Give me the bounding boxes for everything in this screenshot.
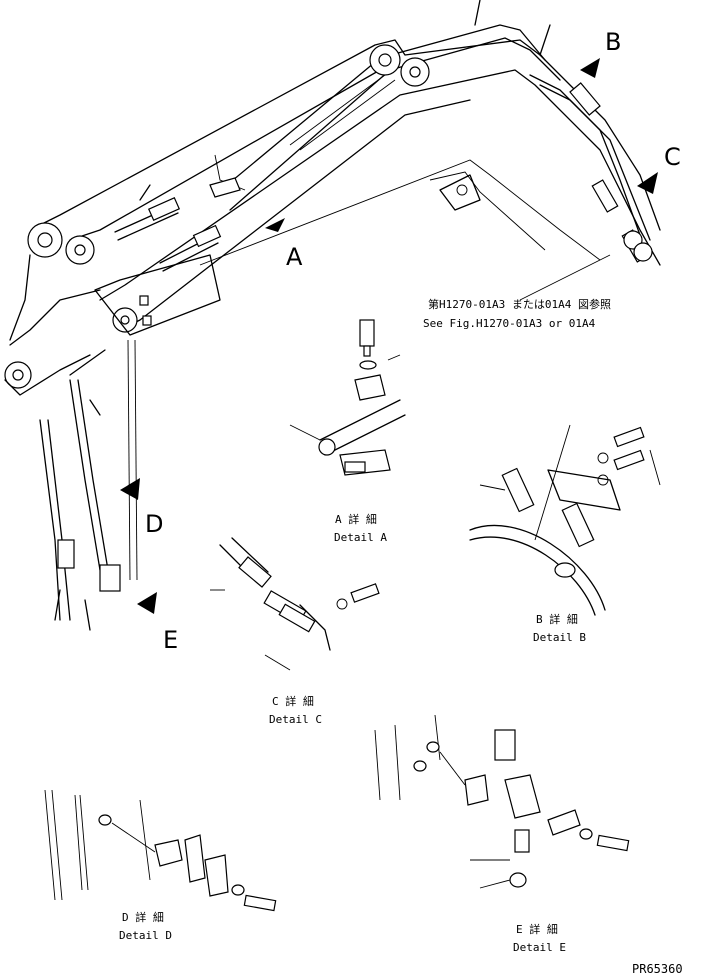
- detail-e-view: [374, 714, 630, 889]
- detail-c-title-jp: C 詳 細: [272, 694, 314, 708]
- reference-note-jp: 第H1270-01A3 または01A4 図参照: [428, 297, 611, 311]
- callout-e: E: [163, 626, 178, 654]
- detail-a-title-en: Detail A: [334, 531, 387, 544]
- detail-b-title-jp: B 詳 細: [536, 612, 578, 626]
- callout-a: A: [286, 243, 303, 271]
- detail-c-title-en: Detail C: [269, 713, 322, 726]
- detail-e-title-en: Detail E: [513, 941, 566, 954]
- detail-a-title-jp: A 詳 細: [335, 512, 377, 526]
- hose-coupler-lower: [159, 224, 222, 272]
- callout-c: C: [664, 143, 681, 171]
- callout-b: B: [605, 28, 621, 56]
- reference-note-en: See Fig.H1270-01A3 or 01A4: [423, 317, 596, 330]
- detail-b-title-en: Detail B: [533, 631, 586, 644]
- detail-c-view: [210, 537, 380, 671]
- detail-b-view: [469, 424, 661, 616]
- detail-d-title-en: Detail D: [119, 929, 172, 942]
- callout-d: D: [145, 510, 163, 538]
- detail-a-view: [289, 319, 406, 476]
- drawing-number: PR65360: [632, 962, 683, 976]
- detail-d-view: [44, 789, 277, 912]
- detail-d-title-jp: D 詳 細: [122, 910, 164, 924]
- callout-arrows: [120, 58, 658, 614]
- boom-assembly: [4, 0, 661, 631]
- hose-coupler-upper: [114, 197, 181, 241]
- detail-e-title-jp: E 詳 細: [516, 922, 558, 936]
